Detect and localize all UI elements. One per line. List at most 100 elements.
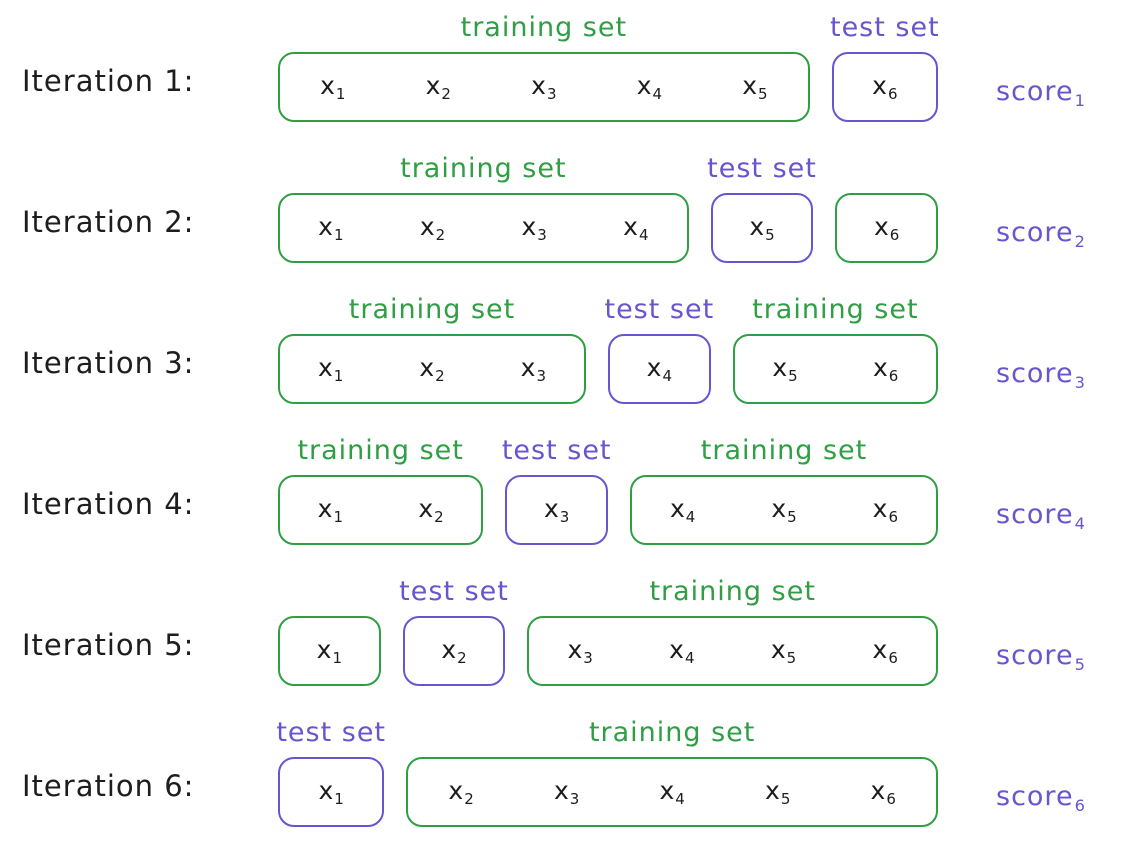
data-item: x1 (280, 635, 379, 667)
item-symbol: x (320, 70, 335, 100)
test-set-label: test set (707, 153, 817, 184)
data-item: x6 (835, 353, 936, 385)
item-symbol: x (772, 352, 788, 382)
item-subscript: 4 (685, 508, 696, 527)
item-symbol: x (543, 493, 559, 523)
training-set-label: training set (588, 717, 756, 748)
set-label: training set (733, 294, 938, 334)
item-subscript: 6 (888, 649, 898, 668)
set-group-training: x6 (835, 153, 939, 263)
set-group-test: test set x1 (276, 717, 387, 827)
item-symbol: x (770, 634, 786, 664)
score-label: score4 (938, 435, 1125, 533)
item-subscript: 3 (583, 649, 593, 668)
item-subscript: 1 (333, 367, 344, 386)
item-symbol: x (553, 775, 569, 805)
item-symbol: x (870, 775, 886, 805)
item-subscript: 5 (788, 367, 798, 386)
item-symbol: x (521, 211, 537, 241)
data-item: x5 (735, 353, 836, 385)
item-subscript: 2 (435, 367, 445, 386)
set-label: test set (604, 294, 713, 334)
score-subscript: 5 (1074, 654, 1086, 674)
item-symbol: x (419, 211, 435, 241)
data-box-test: x4 (608, 334, 711, 404)
score-label: score1 (938, 12, 1125, 110)
iteration-label: Iteration 3: (22, 346, 195, 380)
data-item: x2 (381, 353, 482, 385)
iteration-label: Iteration 6: (22, 769, 195, 803)
item-symbol: x (419, 352, 435, 382)
set-group-test: test set x5 (707, 153, 816, 263)
data-item: x3 (507, 494, 606, 526)
data-item: x4 (619, 776, 725, 808)
item-symbol: x (567, 634, 583, 664)
iteration-label: Iteration 2: (22, 205, 195, 239)
item-symbol: x (317, 493, 333, 523)
score-subscript: 6 (1074, 795, 1086, 815)
item-subscript: 2 (457, 649, 467, 668)
training-set-label: training set (348, 294, 516, 325)
item-subscript: 5 (780, 790, 791, 809)
score-text: score (996, 217, 1074, 248)
item-symbol: x (418, 493, 434, 523)
data-item: x4 (585, 212, 687, 244)
data-item: x5 (733, 635, 835, 667)
set-label: training set (527, 576, 938, 616)
set-label: test set (830, 12, 939, 52)
data-box-test: x2 (402, 616, 506, 686)
item-subscript: 3 (537, 226, 547, 245)
item-symbol: x (441, 634, 457, 664)
data-item: x5 (713, 212, 812, 244)
item-subscript: 5 (786, 649, 797, 668)
data-item: x4 (631, 635, 733, 667)
item-symbol: x (636, 70, 652, 100)
iteration-label: Iteration 4: (22, 487, 195, 521)
set-group-training: x1 (278, 576, 381, 686)
data-item: x3 (483, 353, 584, 385)
set-group-test: test set x4 (604, 294, 713, 404)
data-item: x6 (835, 494, 936, 526)
data-item: x1 (280, 776, 382, 808)
training-set-label: training set (297, 435, 464, 466)
set-label (835, 153, 938, 193)
set-label: training set (406, 717, 938, 757)
set-label: training set (630, 435, 938, 475)
set-label: training set (278, 435, 483, 475)
test-set-label: test set (604, 294, 715, 325)
test-set-label: test set (399, 576, 509, 607)
score-subscript: 3 (1074, 372, 1086, 392)
item-subscript: 4 (684, 649, 695, 668)
item-subscript: 6 (887, 85, 898, 104)
data-item: x5 (733, 494, 834, 526)
set-label: training set (278, 12, 810, 52)
set-label: test set (276, 717, 387, 757)
training-set-label: training set (752, 294, 919, 325)
item-symbol: x (874, 211, 889, 241)
item-subscript: 5 (758, 85, 768, 104)
set-label: training set (278, 153, 689, 193)
test-set-label: test set (276, 717, 387, 748)
score-label: score6 (938, 717, 1125, 815)
item-subscript: 2 (464, 790, 474, 809)
data-item: x3 (529, 635, 631, 667)
data-item: x2 (382, 212, 484, 244)
item-symbol: x (316, 634, 332, 664)
